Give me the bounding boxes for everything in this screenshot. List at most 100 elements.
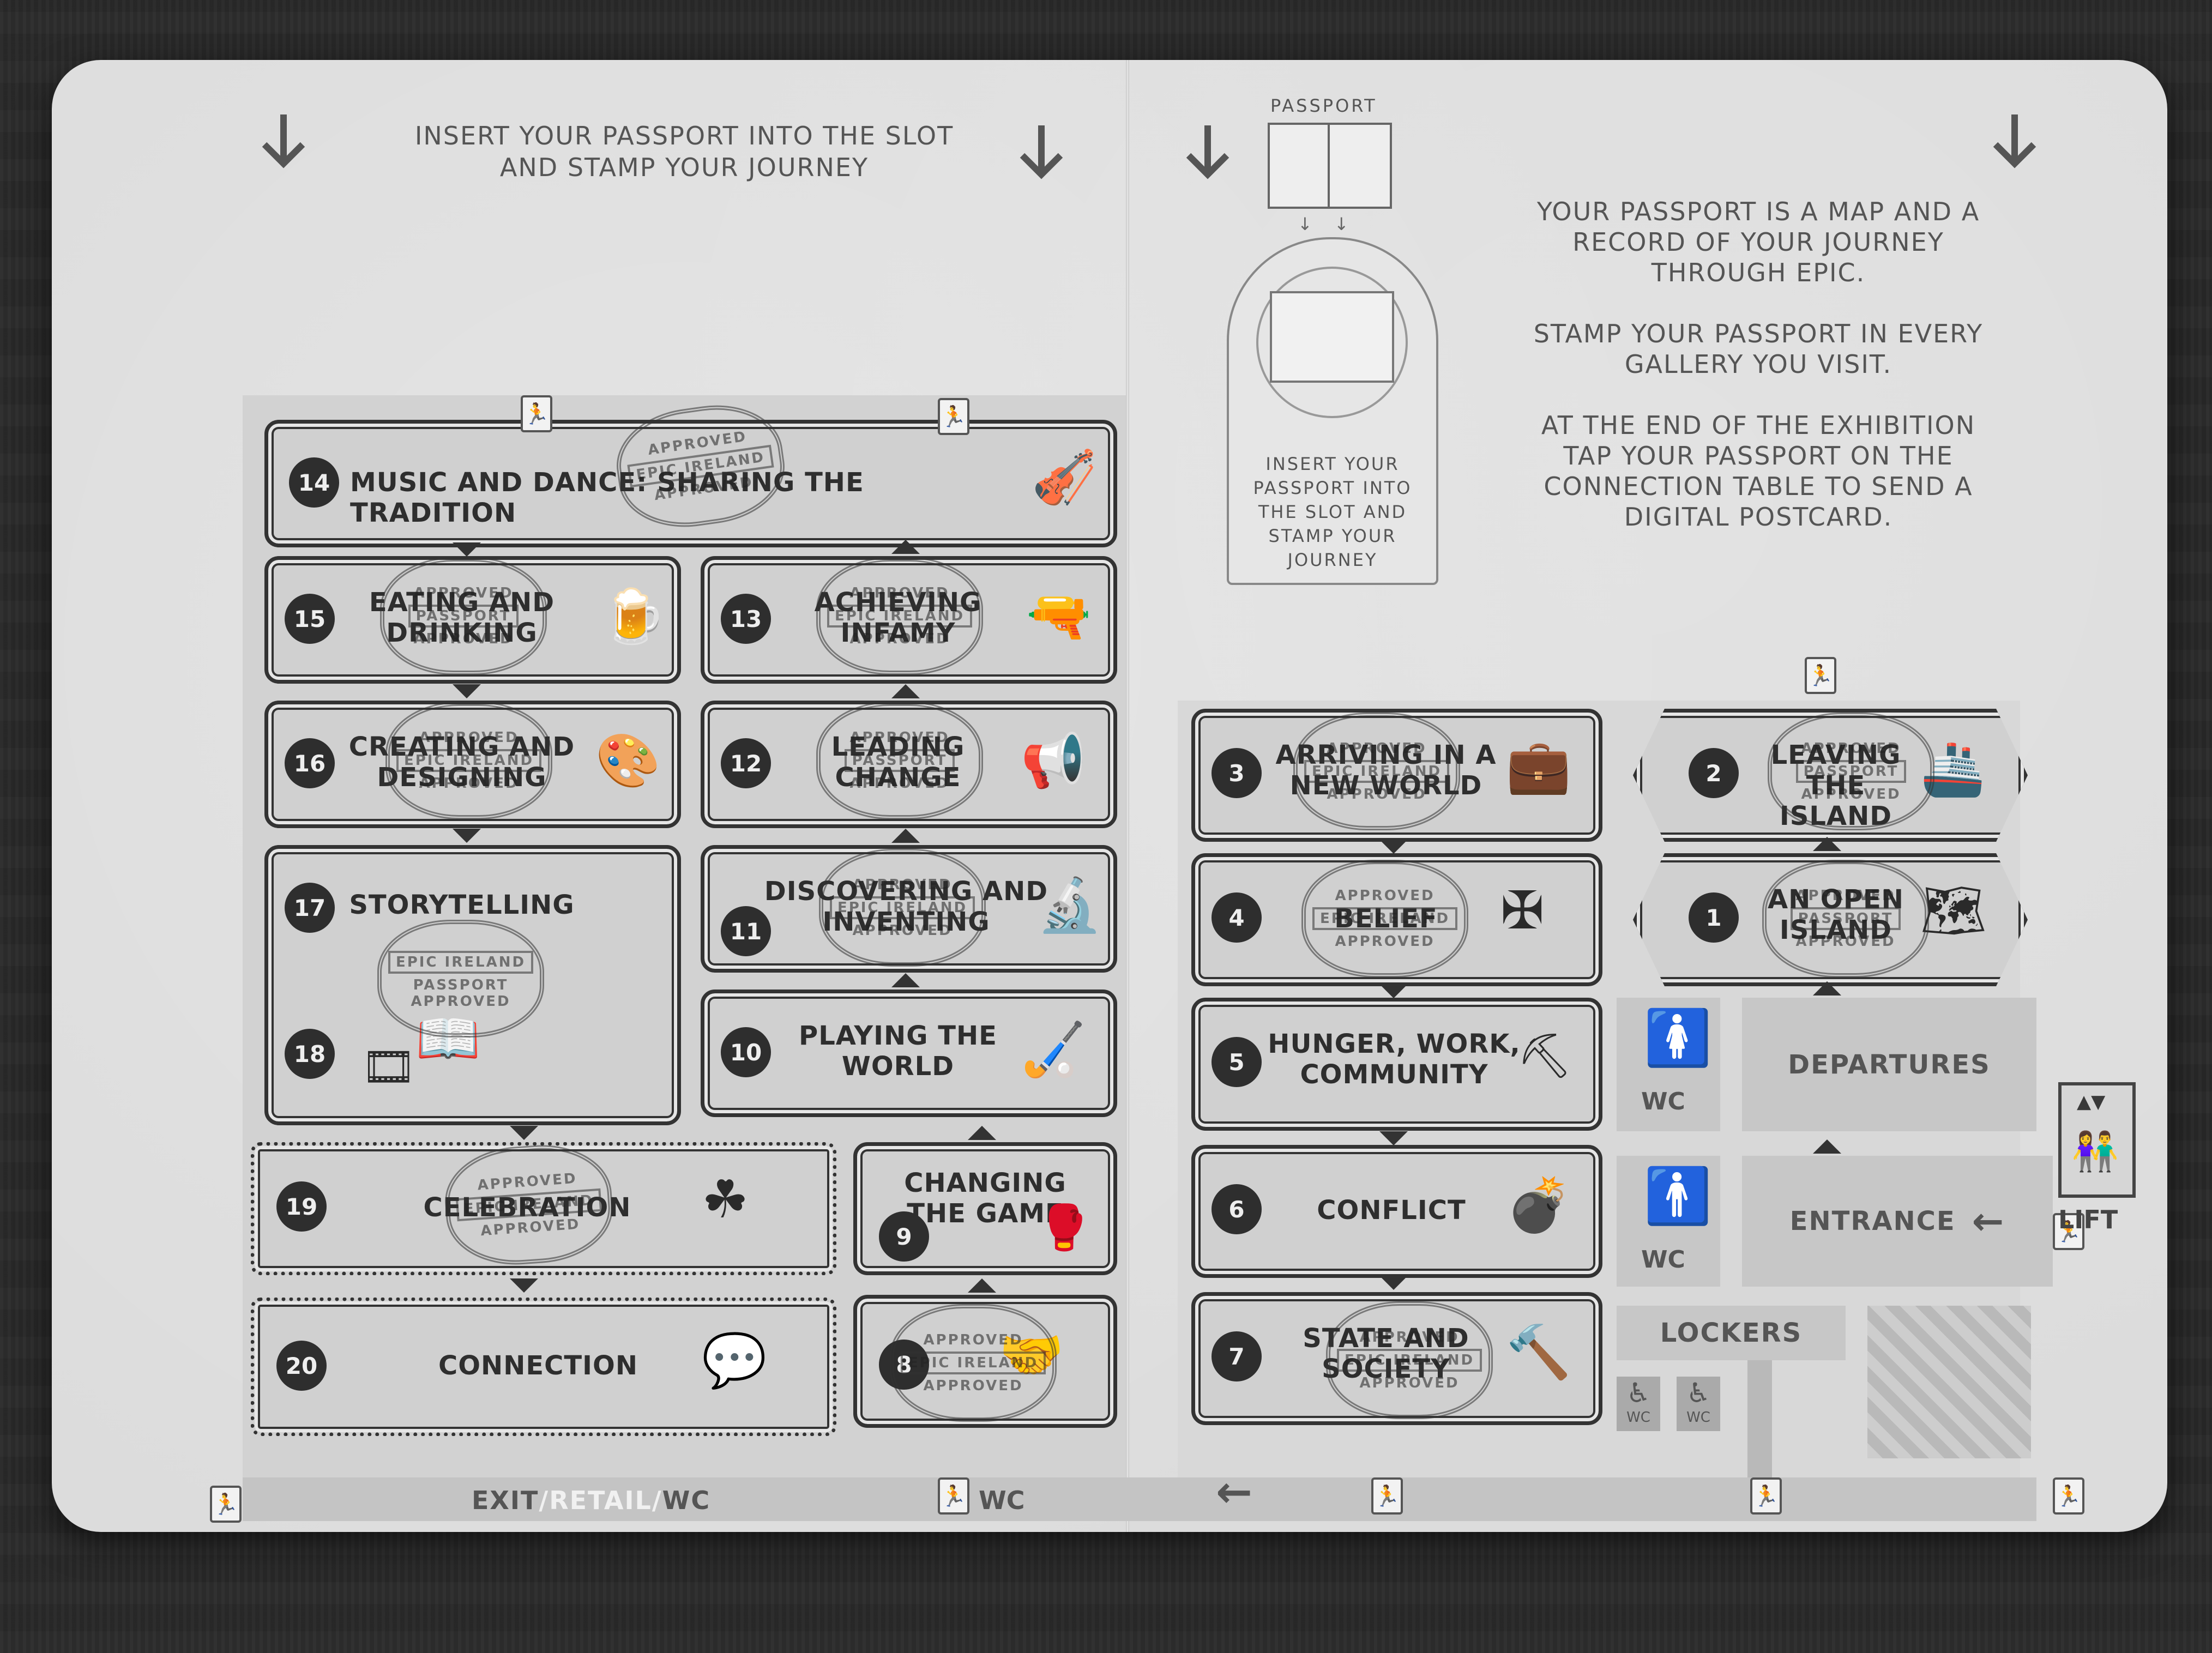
gallery-13[interactable]: 13 ACHIEVING INFAMY 🔫 APPROVED EPIC IREL… <box>701 556 1117 684</box>
lift-arrows-icon: ▲▼ <box>2077 1091 2106 1113</box>
gallery-1[interactable]: 1 AN OPEN ISLAND 🗺 APPROVED PASSPORT APP… <box>1633 853 2028 986</box>
approved-stamp: APPROVED PASSPORT APPROVED <box>1768 713 1934 830</box>
wc-label: WC <box>1626 1409 1650 1426</box>
stamp-text: APPROVED <box>1795 933 1896 950</box>
approved-stamp: APPROVED EPIC IRELAND APPROVED <box>890 1304 1057 1422</box>
people-icon: 👫 <box>2071 1129 2119 1174</box>
emergency-exit-icon: 🏃 <box>2053 1213 2084 1250</box>
gallery-10[interactable]: 10 PLAYING THE WORLD 🏑 <box>701 990 1117 1117</box>
departures-room: DEPARTURES <box>1742 998 2036 1131</box>
gallery-14[interactable]: 14 MUSIC AND DANCE: SHARING THE TRADITIO… <box>264 396 1117 547</box>
flow-arrow <box>968 1278 996 1293</box>
booklet-spine <box>1126 60 1129 1532</box>
gallery-number: 12 <box>721 738 771 788</box>
gallery-9[interactable]: 9 CHANGING THE GAME 🥊 <box>853 1142 1117 1275</box>
gallery-number: 19 <box>276 1181 327 1232</box>
stamp-text: APPROVED <box>1801 740 1901 757</box>
stamp-slot-illustration: INSERT YOUR PASSPORT INTO THE SLOT AND S… <box>1227 237 1438 585</box>
exit-corridor <box>243 1477 2036 1521</box>
gallery-19[interactable]: 19 CELEBRATION ☘ APPROVED EPIC IRELAND A… <box>251 1140 836 1275</box>
gallery-5[interactable]: 5 HUNGER, WORK, COMMUNITY ⛏ <box>1191 998 1602 1131</box>
pistols-icon: 🔫 <box>1026 586 1092 647</box>
approved-stamp: APPROVED EPIC IRELAND APPROVED <box>1326 1301 1493 1419</box>
stamp-text: APPROVED <box>1327 740 1427 757</box>
flow-arrow <box>1379 840 1408 854</box>
stamp-text: APPROVED <box>849 631 950 647</box>
slot-instructions: INSERT YOUR PASSPORT INTO THE SLOT AND S… <box>1240 452 1425 572</box>
corridor <box>1747 1360 1772 1480</box>
slot-text-line: JOURNEY <box>1287 550 1378 570</box>
stamp-text: EPIC IRELAND <box>900 1352 1046 1374</box>
stamp-text: APPROVED <box>480 1216 581 1240</box>
top-instruction-line2: AND STAMP YOUR JOURNEY <box>499 153 869 182</box>
instruction-paragraph: STAMP YOUR PASSPORT IN EVERY GALLERY YOU… <box>1533 319 1984 379</box>
slot-circle <box>1256 267 1408 418</box>
megaphone-icon: 📢 <box>1021 730 1086 791</box>
emergency-exit-icon: 🏃 <box>1750 1477 1782 1515</box>
emergency-exit-icon: 🏃 <box>521 395 552 432</box>
gallery-4[interactable]: 4 BELIEF ✠ APPROVED EPIC IRELAND APPROVE… <box>1191 853 1602 986</box>
exit-label: EXIT <box>472 1486 539 1515</box>
boxing-gloves-icon: 🥊 <box>1037 1202 1092 1253</box>
palette-icon: 🎨 <box>595 730 661 791</box>
gallery-15[interactable]: 15 EATING AND DRINKING 🍺 APPROVED PASSPO… <box>264 556 681 684</box>
approved-stamp: APPROVED EPIC IRELAND APPROVED <box>819 849 986 967</box>
top-instruction-line1: INSERT YOUR PASSPORT INTO THE SLOT <box>414 121 954 150</box>
instruction-paragraph: AT THE END OF THE EXHIBITION TAP YOUR PA… <box>1541 411 1976 532</box>
flow-arrow <box>968 1126 996 1140</box>
exit-retail-wc-label: EXIT/RETAIL/WC <box>472 1486 710 1515</box>
flow-arrow <box>1813 1139 1841 1154</box>
shovel-heart-icon: ⛏ <box>1517 1030 1572 1081</box>
accessible-wc: ♿WC <box>1617 1377 1660 1431</box>
stamp-text: APPROVED <box>923 1378 1023 1394</box>
stamp-text: EPIC IRELAND <box>388 951 534 974</box>
gallery-2[interactable]: 2 LEAVING THE ISLAND 🚢 APPROVED PASSPORT… <box>1633 709 2028 842</box>
stamp-text: PASSPORT <box>1790 907 1901 930</box>
stamp-text: APPROVED <box>852 877 953 893</box>
emergency-exit-icon: 🏃 <box>1371 1477 1403 1515</box>
gallery-6[interactable]: 6 CONFLICT 💣 <box>1191 1145 1602 1278</box>
gallery-label: STORYTELLING <box>349 890 575 920</box>
gallery-7[interactable]: 7 STATE AND SOCIETY 🔨 APPROVED EPIC IREL… <box>1191 1292 1602 1425</box>
gallery-label: PLAYING THE WORLD <box>799 1021 997 1082</box>
stamp-text: EPIC IRELAND <box>1336 1349 1482 1372</box>
gallery-label: CONFLICT <box>1317 1195 1466 1226</box>
gallery-11[interactable]: 11 DISCOVERING AND INVENTING 🔬 APPROVED … <box>701 845 1117 973</box>
gallery-label: CONNECTION <box>438 1350 638 1381</box>
stamp-text: APPROVED <box>849 775 950 792</box>
emergency-exit-icon: 🏃 <box>210 1486 242 1523</box>
flow-arrow <box>1379 1276 1408 1290</box>
gallery-17-18[interactable]: 17 STORYTELLING 18 📖 🎞 EPIC IRELAND PASS… <box>264 845 681 1125</box>
instruction-paragraph: YOUR PASSPORT IS A MAP AND A RECORD OF Y… <box>1536 197 1980 287</box>
stamp-text: APPROVED <box>849 585 950 601</box>
approved-stamp: APPROVED EPIC IRELAND APPROVED <box>816 557 983 675</box>
gallery-number: 11 <box>721 906 771 956</box>
flow-arrow <box>453 829 481 843</box>
wc-room-female <box>1617 998 1720 1131</box>
gallery-number: 5 <box>1212 1037 1262 1087</box>
lift-label: LIFT <box>2058 1205 2118 1234</box>
gallery-16[interactable]: 16 CREATING AND DESIGNING 🎨 APPROVED EPI… <box>264 701 681 828</box>
stamp-text: PASSPORT <box>844 749 955 772</box>
exit-wc-label: WC <box>662 1486 711 1515</box>
exhibition-map: 14 MUSIC AND DANCE: SHARING THE TRADITIO… <box>210 395 2084 1523</box>
gallery-3[interactable]: 3 ARRIVING IN A NEW WORLD 💼 APPROVED EPI… <box>1191 709 1602 842</box>
gallery-label: CELEBRATION <box>423 1192 631 1223</box>
slot-text-line: INSERT YOUR <box>1265 454 1400 474</box>
stamp-text: APPROVED <box>1335 933 1435 950</box>
shamrock-icon: ☘ <box>702 1169 749 1230</box>
left-arrow-icon: ← <box>1972 1199 2005 1244</box>
flow-arrow <box>891 540 920 554</box>
gallery-number: 3 <box>1212 748 1262 798</box>
ireland-map-icon: 🗺 <box>1920 880 1987 941</box>
gallery-12[interactable]: 12 LEADING CHANGE 📢 APPROVED PASSPORT AP… <box>701 701 1117 828</box>
approved-stamp: APPROVED EPIC IRELAND APPROVED <box>1301 860 1468 978</box>
gallery-20[interactable]: 20 CONNECTION 💬 <box>251 1298 836 1436</box>
wc-room-male <box>1617 1156 1720 1287</box>
emergency-exit-icon: 🏃 <box>938 398 969 435</box>
pint-glass-icon: 🍺 <box>601 586 666 647</box>
violin-icon: 🎻 <box>1032 447 1097 508</box>
approved-stamp: APPROVED EPIC IRELAND APPROVED <box>441 1140 617 1270</box>
flow-arrow <box>891 973 920 987</box>
gallery-8[interactable]: 8 🤝 APPROVED EPIC IRELAND APPROVED <box>853 1295 1117 1428</box>
